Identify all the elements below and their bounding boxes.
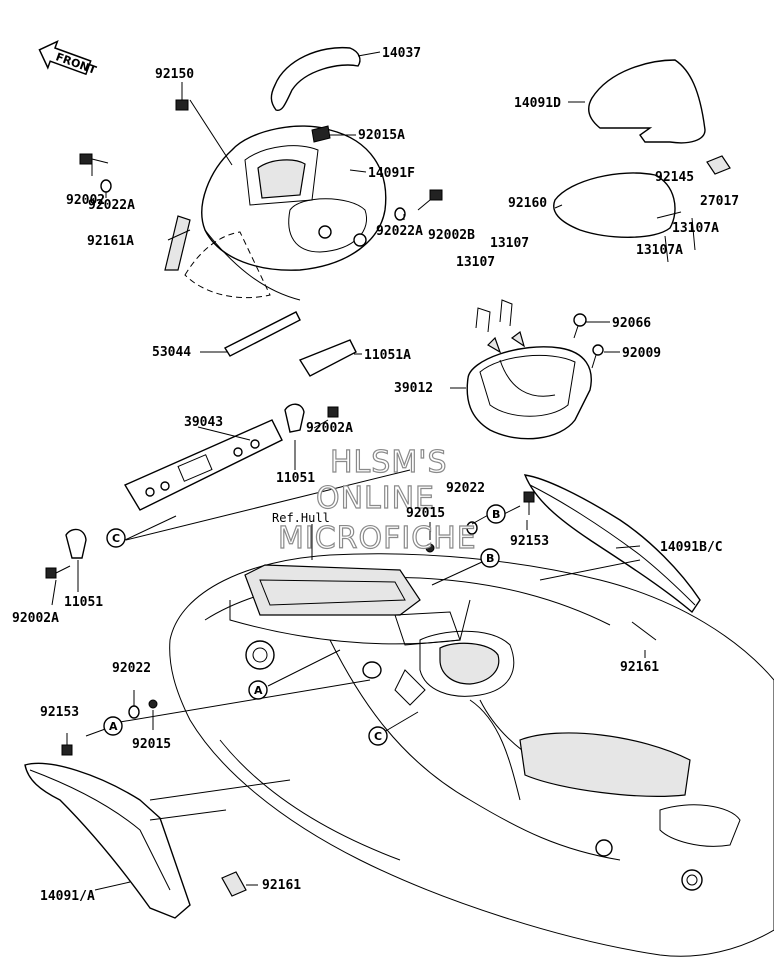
bracket-11051-upper xyxy=(284,403,305,433)
bracket-11051A xyxy=(298,339,357,377)
label-92002: 92002 xyxy=(66,193,105,208)
svg-text:B: B xyxy=(486,552,494,565)
label-92022-left: 92022 xyxy=(112,661,151,676)
strip-92161-lower xyxy=(221,871,247,897)
label-27017: 27017 xyxy=(700,194,739,209)
panel-14091A xyxy=(24,762,191,919)
panel-39043 xyxy=(123,419,283,511)
label-92015-right: 92015 xyxy=(406,506,445,521)
bolt-92150 xyxy=(175,82,189,111)
label-14091A: 14091/A xyxy=(40,889,95,904)
front-label: FRONT xyxy=(54,50,98,77)
label-92015A: 92015A xyxy=(358,128,405,143)
rod-53044 xyxy=(224,311,301,357)
strip-92161A xyxy=(164,215,191,271)
callout-B-mid: B xyxy=(480,548,500,568)
label-13107-right: 13107 xyxy=(490,236,529,251)
svg-text:MICROFICHE: MICROFICHE xyxy=(278,521,477,556)
label-14037: 14037 xyxy=(382,46,421,61)
label-92002A-lower: 92002A xyxy=(12,611,59,626)
svg-text:ONLINE: ONLINE xyxy=(316,481,435,516)
label-92153-right: 92153 xyxy=(510,534,549,549)
label-92022A-left: 92022A xyxy=(88,198,135,213)
svg-text:C: C xyxy=(374,730,382,743)
label-92145: 92145 xyxy=(655,170,694,185)
label-92066: 92066 xyxy=(612,316,651,331)
label-92009: 92009 xyxy=(622,346,661,361)
seat-pad-92160 xyxy=(553,172,676,238)
label-53044: 53044 xyxy=(152,345,191,360)
label-13107-left: 13107 xyxy=(456,255,495,270)
label-14091BC: 14091B/C xyxy=(660,540,723,555)
part-labels: 14037 92150 14091D 92015A 14091F 92002 9… xyxy=(12,46,739,904)
label-11051-upper: 11051 xyxy=(276,471,315,486)
handle-14037 xyxy=(270,46,361,112)
svg-text:HLSM'S: HLSM'S xyxy=(330,445,448,480)
svg-text:C: C xyxy=(112,532,120,545)
callout-A-top: A xyxy=(248,680,268,700)
bolt-92002B xyxy=(417,189,443,211)
svg-text:B: B xyxy=(492,508,500,521)
storage-bin-39012 xyxy=(466,330,592,440)
label-13107A-left: 13107A xyxy=(636,243,683,258)
label-92161-right: 92161 xyxy=(620,660,659,675)
bolt-92002 xyxy=(79,153,109,165)
label-92002A-upper: 92002A xyxy=(306,421,353,436)
label-11051-lower: 11051 xyxy=(64,595,103,610)
screw-92066 xyxy=(573,313,587,339)
label-92161A: 92161A xyxy=(87,234,134,249)
part-27017 xyxy=(706,155,731,175)
hull xyxy=(169,553,774,957)
callout-B-top: B xyxy=(486,504,506,524)
label-92022A-right: 92022A xyxy=(376,224,423,239)
label-14091D: 14091D xyxy=(514,96,561,111)
label-92161-lower: 92161 xyxy=(262,878,301,893)
label-92153-left: 92153 xyxy=(40,705,79,720)
label-92150: 92150 xyxy=(155,67,194,82)
label-92002B: 92002B xyxy=(428,228,475,243)
label-13107A-right: 13107A xyxy=(672,221,719,236)
svg-text:A: A xyxy=(109,720,118,733)
callout-A-left: A xyxy=(103,716,123,736)
clip-92015A xyxy=(311,125,331,143)
label-92015-left: 92015 xyxy=(132,737,171,752)
svg-text:A: A xyxy=(254,684,263,697)
bracket-11051-lower xyxy=(65,528,87,559)
bolt-92002A-lower xyxy=(45,565,71,579)
label-11051A: 11051A xyxy=(364,348,411,363)
console-14091F xyxy=(184,125,387,301)
label-14091F: 14091F xyxy=(368,166,415,181)
seat-cover-14091D xyxy=(588,59,706,144)
label-92022-right: 92022 xyxy=(446,481,485,496)
front-arrow: FRONT xyxy=(38,39,98,77)
callout-C-mid: C xyxy=(368,726,388,746)
bolt-92002A-upper xyxy=(313,406,339,429)
screw-92009 xyxy=(591,344,604,369)
label-92160: 92160 xyxy=(508,196,547,211)
callout-C-left: C xyxy=(106,528,126,548)
label-39043: 39043 xyxy=(184,415,223,430)
leader-lines xyxy=(51,51,646,891)
watermark: HLSM'S ONLINE MICROFICHE xyxy=(277,444,477,556)
bolt-92153-lower xyxy=(61,733,73,756)
label-39012: 39012 xyxy=(394,381,433,396)
panel-14091BC xyxy=(523,474,701,614)
bolt-92153-right xyxy=(523,491,535,515)
ref-hull-label: Ref.Hull xyxy=(272,511,330,525)
